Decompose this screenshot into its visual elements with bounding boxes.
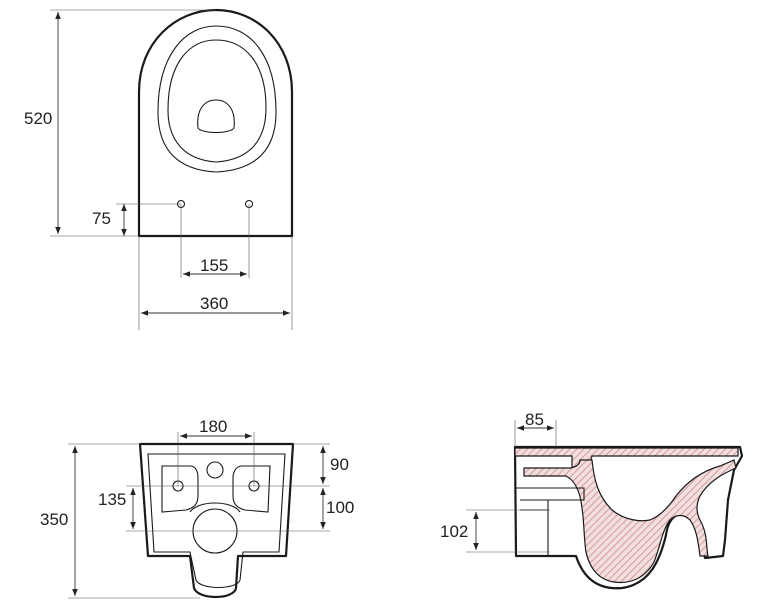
dim-label-top-offset: 90 — [330, 455, 349, 474]
front-view-left-mount — [161, 465, 199, 513]
top-view-outline — [137, 8, 294, 238]
dim-label-top-depth: 85 — [525, 410, 544, 429]
front-outlet-channel — [189, 502, 241, 513]
dim-label-hole-height-135: 135 — [98, 490, 126, 509]
front-water-inlet — [206, 461, 224, 479]
dim-label-width: 360 — [200, 294, 228, 313]
dim-label-outlet-height: 102 — [440, 522, 468, 541]
side-view-outlet-pipe — [516, 487, 585, 556]
dim-label-hole-height: 75 — [92, 209, 111, 228]
dim-label-hole-spacing: 155 — [200, 256, 228, 275]
top-view: 520 75 155 360 — [24, 8, 294, 330]
dim-label-vertical-100: 100 — [326, 498, 354, 517]
front-view-outline — [138, 442, 295, 599]
dim-label-height-350: 350 — [40, 510, 68, 529]
dim-label-height: 520 — [24, 109, 52, 128]
dim-label-top-width: 180 — [199, 417, 227, 436]
side-view: 85 102 — [440, 410, 744, 590]
front-view: 180 90 100 135 350 — [40, 417, 354, 599]
side-view-inner-wall — [523, 459, 737, 584]
side-view-inlet — [520, 499, 548, 511]
front-view-right-mount — [232, 465, 271, 513]
top-view-bowl-inner — [167, 39, 267, 163]
top-view-bowl-rim — [157, 25, 277, 173]
top-view-outlet — [197, 99, 235, 134]
front-view-inner-outline — [147, 453, 286, 589]
